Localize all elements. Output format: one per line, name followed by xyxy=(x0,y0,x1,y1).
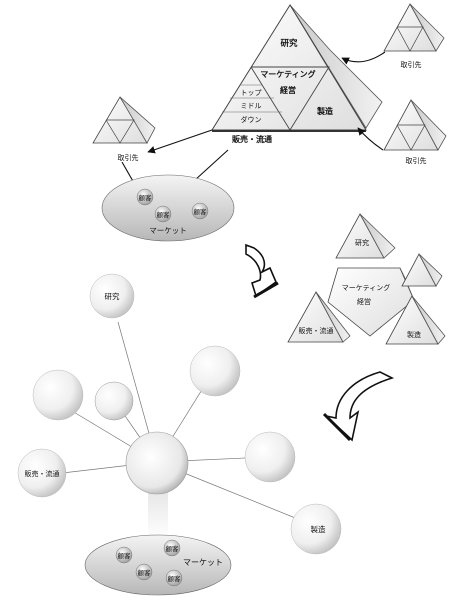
sphere-upper-left xyxy=(32,369,84,421)
sphere-sales xyxy=(17,448,67,498)
split-manufacturing-label: 製造 xyxy=(407,330,421,339)
network-research-label: 研究 xyxy=(105,291,120,301)
split-management-label: 経営 xyxy=(357,297,371,306)
split-marketing-label: マーケティング xyxy=(342,283,390,292)
manufacturing-label: 製造 xyxy=(316,106,333,116)
network-stem xyxy=(148,490,168,540)
supplier-left-label: 取引先 xyxy=(118,153,139,162)
supplier-pyramid-bottom-right: 取引先 xyxy=(383,99,447,165)
network-customer-4: 顧客 xyxy=(168,574,182,583)
customer-label-3: 顧客 xyxy=(194,207,208,216)
down-label: ダウン xyxy=(241,115,262,124)
market-ellipse-top: 顧客 顧客 顧客 マーケット xyxy=(101,174,235,242)
top-management-label: トップ xyxy=(241,89,262,97)
market-label-top: マーケット xyxy=(149,226,187,235)
customer-label-1: 顧客 xyxy=(139,193,153,202)
sphere-manufacturing xyxy=(290,503,342,555)
sphere-right xyxy=(244,431,296,483)
supplier-top-right-label: 取引先 xyxy=(401,60,422,69)
supplier-pyramid-left: 取引先 xyxy=(92,96,156,162)
network-customer-2: 顧客 xyxy=(166,544,180,553)
network-customer-3: 顧客 xyxy=(138,568,152,577)
main-pyramid: 研究 マーケティング 経営 トップ ミドル ダウン 製造 販売・流通 xyxy=(211,4,383,144)
research-label: 研究 xyxy=(280,38,298,49)
sphere-research xyxy=(89,273,135,319)
network-manufacturing-label: 製造 xyxy=(311,524,326,534)
middle-management-label: ミドル xyxy=(241,102,262,110)
customer-label-2: 顧客 xyxy=(157,210,171,219)
sphere-upper-right xyxy=(189,345,241,397)
sphere-small-inner xyxy=(94,381,134,421)
split-pyramid: 研究 マーケティング 経営 販売・流通 製造 xyxy=(287,213,446,345)
market-label-bottom: マーケット xyxy=(183,558,223,567)
network-customer-1: 顧客 xyxy=(118,551,132,560)
sphere-center xyxy=(125,431,189,495)
transition-arrow-2 xyxy=(322,371,395,442)
market-ellipse-bottom: 顧客 顧客 顧客 顧客 マーケット xyxy=(84,534,232,596)
management-label: 経営 xyxy=(280,85,296,95)
network-sales-label: 販売・流通 xyxy=(25,469,60,478)
transition-arrow-1 xyxy=(245,243,279,299)
sales-distribution-label: 販売・流通 xyxy=(232,134,272,144)
marketing-label: マーケティング xyxy=(260,69,315,79)
split-sales-label: 販売・流通 xyxy=(299,326,334,335)
supplier-pyramid-top-right: 取引先 xyxy=(383,3,445,69)
supplier-bottom-right-label: 取引先 xyxy=(406,156,427,165)
split-research-label: 研究 xyxy=(355,238,369,247)
network-spheres: 研究 販売・流通 製造 xyxy=(17,273,342,555)
network-connectors xyxy=(44,321,321,529)
